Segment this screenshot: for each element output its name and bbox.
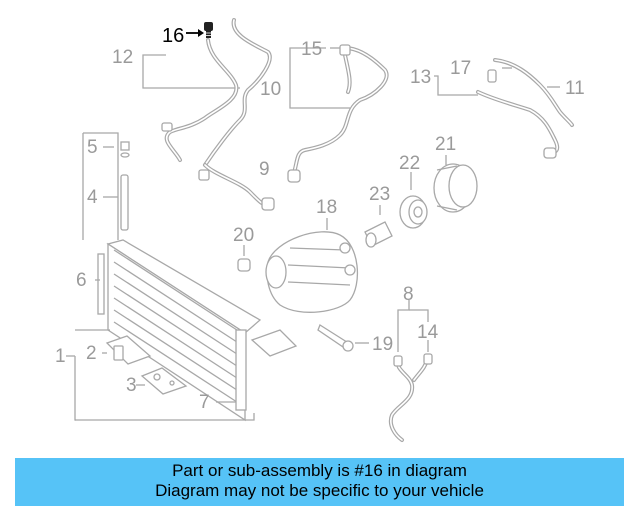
callout-22[interactable]: 22 [399,153,420,174]
callout-21[interactable]: 21 [435,134,456,155]
callout-6[interactable]: 6 [76,270,87,291]
callout-7[interactable]: 7 [199,392,210,413]
info-banner: Part or sub-assembly is #16 in diagram D… [15,458,624,506]
callout-17[interactable]: 17 [450,58,471,79]
hose-group-12 [142,18,275,211]
part-20 [237,245,251,272]
callout-14[interactable]: 14 [417,322,439,343]
callout-12[interactable]: 12 [112,47,133,68]
callout-13[interactable]: 13 [410,67,431,88]
callout-8[interactable]: 8 [403,284,414,305]
callout-11[interactable]: 11 [565,78,585,99]
callout-1[interactable]: 1 [55,346,66,367]
callout-4[interactable]: 4 [87,187,98,208]
parts-diagram: 16 12 15 10 13 17 11 5 4 9 21 22 23 18 2… [55,18,585,442]
callout-2[interactable]: 2 [86,343,97,364]
condenser-group [66,132,298,422]
callout-23[interactable]: 23 [369,184,390,205]
hose-group-10 [287,44,389,183]
hose-group-11 [434,58,574,159]
callout-5[interactable]: 5 [87,137,98,158]
sensor-group [317,300,433,442]
callout-9[interactable]: 9 [259,159,270,180]
part-16-bolt[interactable] [186,22,213,38]
callout-15[interactable]: 15 [301,39,322,60]
banner-line-2: Diagram may not be specific to your vehi… [155,481,484,500]
callout-16[interactable]: 16 [162,25,184,47]
callout-10[interactable]: 10 [260,79,281,100]
clutch-parts [364,155,478,248]
callout-3[interactable]: 3 [126,375,137,396]
callout-18[interactable]: 18 [316,197,337,218]
banner-line-1: Part or sub-assembly is #16 in diagram [172,461,467,480]
callout-19[interactable]: 19 [372,334,393,355]
compressor [265,218,359,313]
callout-20[interactable]: 20 [233,225,254,246]
